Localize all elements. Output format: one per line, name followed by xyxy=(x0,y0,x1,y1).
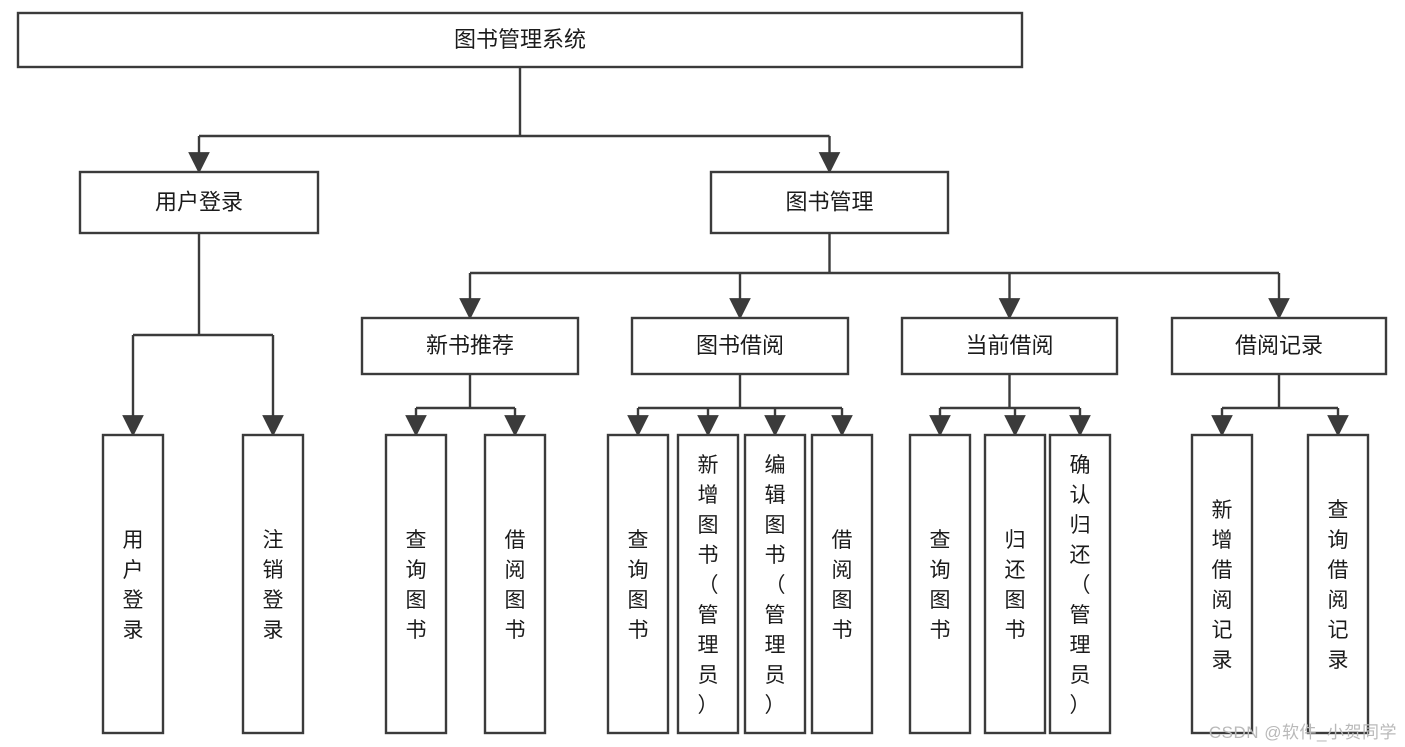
node-box-leaf-user-login xyxy=(101,433,165,735)
leaf-node[interactable]: 新增借阅记录 xyxy=(1190,433,1254,735)
node-label-leaf-query-book-2: 查询图书 xyxy=(628,529,649,642)
node-label-new-book-recommend: 新书推荐 xyxy=(426,333,514,358)
node-box-leaf-edit-book xyxy=(743,433,807,735)
node-label-leaf-query-book-3: 查询图书 xyxy=(930,529,951,642)
node-label-book-borrow: 图书借阅 xyxy=(696,333,784,358)
node-label-leaf-borrow-book-1: 借阅图书 xyxy=(505,529,526,642)
node-box-book-borrow xyxy=(630,316,850,376)
node-box-book-manage xyxy=(709,170,950,235)
level2-node[interactable]: 用户登录 xyxy=(78,170,320,235)
level3-node[interactable]: 借阅记录 xyxy=(1170,316,1388,376)
level3-node[interactable]: 图书借阅 xyxy=(630,316,850,376)
leaf-node[interactable]: 新增图书（管理员） xyxy=(676,433,740,735)
node-box-user-login xyxy=(78,170,320,235)
leaf-node[interactable]: 用户登录 xyxy=(101,433,165,735)
node-box-leaf-confirm-return xyxy=(1048,433,1112,735)
leaf-node[interactable]: 确认归还（管理员） xyxy=(1048,433,1112,735)
leaf-node[interactable]: 查询图书 xyxy=(908,433,972,735)
node-label-leaf-query-borrow-record: 查询借阅记录 xyxy=(1328,499,1349,672)
leaf-node[interactable]: 借阅图书 xyxy=(483,433,547,735)
leaf-node[interactable]: 查询图书 xyxy=(606,433,670,735)
node-label-leaf-borrow-book-2: 借阅图书 xyxy=(832,529,853,642)
node-label-leaf-user-logout: 注销登录 xyxy=(263,529,284,642)
level3-node[interactable]: 当前借阅 xyxy=(900,316,1119,376)
node-box-borrow-record xyxy=(1170,316,1388,376)
node-label-borrow-record: 借阅记录 xyxy=(1235,333,1323,358)
leaf-node[interactable]: 查询借阅记录 xyxy=(1306,433,1370,735)
leaf-node[interactable]: 借阅图书 xyxy=(810,433,874,735)
node-box-leaf-query-book-1 xyxy=(384,433,448,735)
node-box-new-book-recommend xyxy=(360,316,580,376)
node-box-leaf-return-book xyxy=(983,433,1047,735)
node-box-leaf-query-book-2 xyxy=(606,433,670,735)
node-label-leaf-return-book: 归还图书 xyxy=(1005,529,1026,642)
node-box-leaf-user-logout xyxy=(241,433,305,735)
leaf-node[interactable]: 编辑图书（管理员） xyxy=(743,433,807,735)
node-label-book-manage: 图书管理 xyxy=(785,189,873,214)
node-box-leaf-add-book xyxy=(676,433,740,735)
csdn-watermark: CSDN @软件_小贺同学 xyxy=(1208,723,1397,742)
node-box-leaf-borrow-book-2 xyxy=(810,433,874,735)
node-label-leaf-query-book-1: 查询图书 xyxy=(406,529,427,642)
node-box-root xyxy=(16,11,1024,69)
node-box-leaf-query-book-3 xyxy=(908,433,972,735)
node-label-current-borrow: 当前借阅 xyxy=(965,333,1053,358)
leaf-node[interactable]: 注销登录 xyxy=(241,433,305,735)
node-label-leaf-add-borrow-record: 新增借阅记录 xyxy=(1212,499,1233,672)
node-label-user-login: 用户登录 xyxy=(155,189,243,214)
leaf-node[interactable]: 查询图书 xyxy=(384,433,448,735)
node-label-leaf-user-login: 用户登录 xyxy=(123,529,144,642)
node-label-leaf-add-book: 新增图书（管理员） xyxy=(698,454,719,717)
nodes-layer: 图书管理系统用户登录图书管理新书推荐图书借阅当前借阅借阅记录用户登录注销登录查询… xyxy=(16,11,1388,735)
edges-layer xyxy=(122,67,1349,437)
node-box-leaf-borrow-book-1 xyxy=(483,433,547,735)
node-box-current-borrow xyxy=(900,316,1119,376)
node-label-leaf-edit-book: 编辑图书（管理员） xyxy=(765,454,786,717)
node-label-root: 图书管理系统 xyxy=(454,27,586,52)
leaf-node[interactable]: 归还图书 xyxy=(983,433,1047,735)
node-label-leaf-confirm-return: 确认归还（管理员） xyxy=(1070,454,1091,717)
level3-node[interactable]: 新书推荐 xyxy=(360,316,580,376)
root-node[interactable]: 图书管理系统 xyxy=(16,11,1024,69)
node-box-leaf-add-borrow-record xyxy=(1190,433,1254,735)
level2-node[interactable]: 图书管理 xyxy=(709,170,950,235)
node-box-leaf-query-borrow-record xyxy=(1306,433,1370,735)
